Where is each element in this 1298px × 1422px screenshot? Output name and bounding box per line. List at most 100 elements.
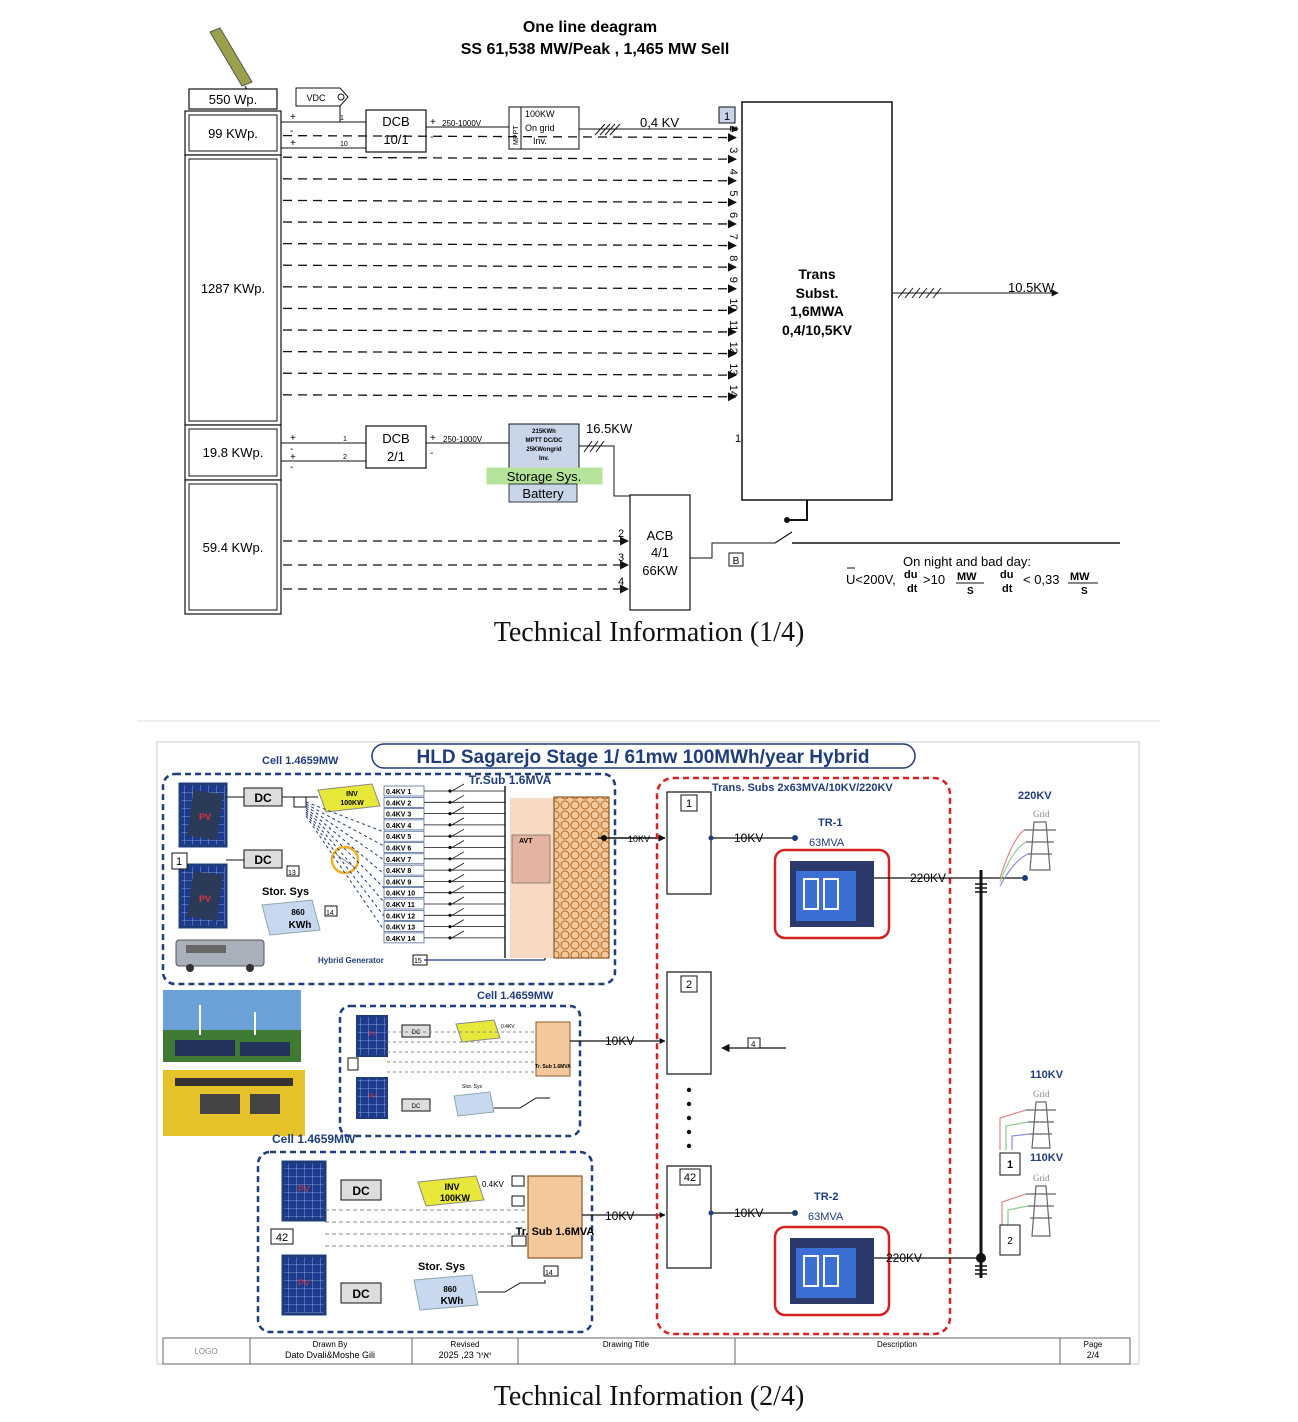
dc-label-3: DC xyxy=(412,1030,421,1036)
acb-input-number: 4 xyxy=(618,576,624,588)
num14-cell3: 14 xyxy=(545,1270,553,1277)
panel-1287kwp-label: 1287 KWp. xyxy=(201,281,265,296)
transmission-tower-icon xyxy=(999,1101,1056,1150)
bus-label: 0.4KV 1 xyxy=(386,789,411,796)
panel-2-num: 2 xyxy=(686,979,692,991)
svg-text:2: 2 xyxy=(343,454,347,461)
trans-line3: 1,6MWA xyxy=(790,303,844,319)
footer-drawn-by-h: Drawn By xyxy=(313,1340,348,1349)
dc-label-5: DC xyxy=(352,1184,370,1198)
trans-subs-frame xyxy=(655,776,952,1336)
bus-label: 0.4KV 5 xyxy=(386,834,411,841)
battery-box xyxy=(508,483,578,503)
solar-panel-icon xyxy=(209,27,253,93)
tr2-highlight xyxy=(773,1225,891,1317)
stor-sys-label-3: Stor. Sys xyxy=(418,1261,465,1273)
grid-box-2: 2 xyxy=(1007,1236,1013,1247)
bus-labels: 0.4KV 10.4KV 20.4KV 30.4KV 40.4KV 50.4KV… xyxy=(383,783,505,944)
feeder-line xyxy=(282,262,737,272)
kwh-num-3: 860 xyxy=(443,1285,457,1294)
svg-text:+: + xyxy=(290,112,296,123)
caption-2: Technical Information (2/4) xyxy=(493,1381,805,1412)
battery-icon: 860 KWh xyxy=(413,1274,479,1311)
note-title: On night and bad day: xyxy=(903,554,1031,569)
feeder-line xyxy=(282,349,737,359)
bus-15: 15 xyxy=(414,958,422,965)
kv10-tr1: 10KV xyxy=(734,831,763,845)
kwh-unit-1: KWh xyxy=(289,920,312,931)
bus-label: 0.4KV 14 xyxy=(386,936,415,943)
voltage-range-1: 250-1000V xyxy=(442,119,482,128)
kv10-tr2: 10KV xyxy=(734,1206,763,1220)
inv1-line3: Inv. xyxy=(533,136,547,146)
kwh-unit-3: KWh xyxy=(441,1296,464,1307)
mppt-label: MPPT xyxy=(513,125,520,145)
feeder-number: 7 xyxy=(727,234,739,240)
bus-label: 0.4KV 4 xyxy=(386,823,411,830)
pv-label-1: PV xyxy=(199,812,211,822)
tr2-mva: 63MVA xyxy=(808,1211,844,1223)
feeder-number: 8 xyxy=(727,255,739,261)
bus-label: 0.4KV 2 xyxy=(386,800,411,807)
dcb1-line2: 10/1 xyxy=(383,132,408,147)
trans-line4: 0,4/10,5KV xyxy=(782,322,853,338)
feeder-number: 5 xyxy=(727,190,739,196)
inv1-line1: 100KW xyxy=(525,109,555,119)
panel-19-8kwp xyxy=(184,424,282,481)
voltage-range-2: 250-1000V xyxy=(443,435,483,444)
panel-1-num: 1 xyxy=(686,798,692,810)
storage-sys-label: Storage Sys. xyxy=(507,469,581,484)
cell-label-2: Cell 1.4659MW xyxy=(477,990,554,1002)
pv-panel-icon: PV xyxy=(356,1077,388,1119)
bus-label: 0.4KV 13 xyxy=(386,925,415,932)
b-box-label: B xyxy=(733,556,740,567)
stor-sys-label-1: Stor. Sys xyxy=(262,886,309,898)
hybrid-inverter-box xyxy=(508,423,580,469)
trans-subs-label: Trans. Subs 2x63MVA/10KV/220KV xyxy=(712,782,893,794)
transformer-icon xyxy=(790,1238,874,1304)
feeder-line xyxy=(282,154,737,164)
pv-panel-icon: PV xyxy=(178,863,228,929)
note-lt033: < 0,33 xyxy=(1023,572,1060,587)
pv-label-3: PV xyxy=(368,1032,376,1038)
ellipsis-dots xyxy=(686,1087,692,1149)
feeder-line xyxy=(282,241,737,251)
trans-line1: Trans xyxy=(798,266,836,282)
note-mw2: MW xyxy=(1070,571,1090,583)
bus-label: 0.4KV 8 xyxy=(386,868,411,875)
num13-a: 13 xyxy=(288,870,296,877)
pv-label-5: PV xyxy=(298,1184,310,1194)
feeder-number: 12 xyxy=(727,342,739,354)
dashed-feeders xyxy=(282,133,737,402)
feeder-number: 10 xyxy=(727,298,739,310)
tr-sub-box-3 xyxy=(527,1175,583,1259)
feeder-number: 1 xyxy=(724,111,730,123)
feeder-number: 9 xyxy=(727,277,739,283)
footer-description-h: Description xyxy=(877,1340,917,1349)
kv10-3: 10KV xyxy=(605,1209,634,1223)
feeder-number: 13 xyxy=(727,363,739,375)
feeder-line xyxy=(282,370,737,380)
tr1-mva: 63MVA xyxy=(809,837,845,849)
title-block: LOGO Drawn By Dato Dvali&Moshe Gili Revi… xyxy=(162,1337,1131,1365)
transformer-icon xyxy=(790,861,874,927)
dcb-10-1-box xyxy=(365,109,427,153)
feeder-number: 2 xyxy=(727,126,739,132)
transmission-tower-icon xyxy=(999,821,1056,887)
panel-550wp xyxy=(188,88,278,110)
footer-page-h: Page xyxy=(1084,1340,1103,1349)
note-gt10: >10 xyxy=(923,572,945,587)
hybrid-gen-label: Hybrid Generator xyxy=(318,956,384,965)
grid220-kv: 220KV xyxy=(1018,790,1052,802)
feeder-number: 3 xyxy=(727,147,739,153)
cell-label-1: Cell 1.4659MW xyxy=(262,755,339,767)
arrow-num-4: 4 xyxy=(751,1040,756,1049)
bus-label: 0.4KV 11 xyxy=(386,902,415,909)
feeder-line xyxy=(282,305,737,315)
feeder-line xyxy=(282,197,737,207)
svg-text:1: 1 xyxy=(343,436,347,443)
dcb1-line1: DCB xyxy=(382,114,409,129)
panel-59-4kwp xyxy=(184,479,282,615)
hld-title: HLD Sagarejo Stage 1/ 61mw 100MWh/year H… xyxy=(417,747,870,768)
kv10-2: 10KV xyxy=(605,1034,634,1048)
